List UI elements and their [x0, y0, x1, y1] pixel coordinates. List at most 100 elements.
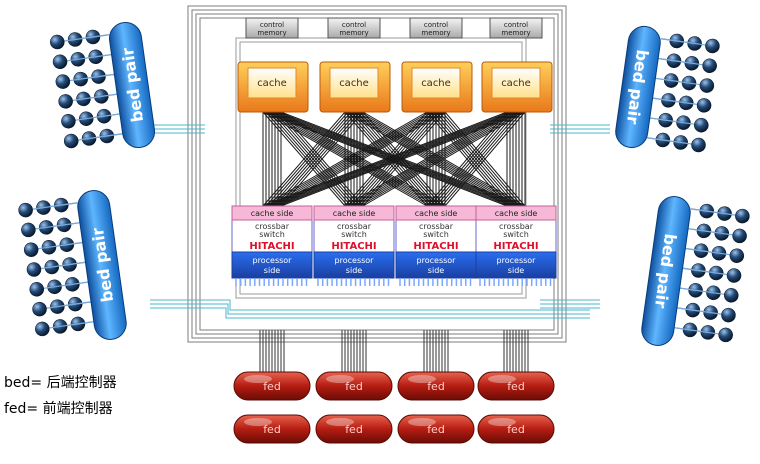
bed-disk-ball	[21, 222, 36, 238]
fed-group: fed fed fed fed fed fed fed fed	[233, 371, 555, 444]
control-memory-label: memory	[421, 29, 450, 37]
legend-bed: bed= 后端控制器	[4, 375, 117, 391]
bed-disk-ball	[50, 34, 65, 50]
fed-unit: fed	[397, 414, 475, 444]
cache-label: cache	[339, 78, 369, 89]
control-memory-group: controlmemorycontrolmemorycontrolmemoryc…	[245, 17, 543, 39]
bed-disk-ball	[718, 327, 733, 343]
fed-label: fed	[345, 380, 363, 393]
control-memory-label: memory	[501, 29, 530, 37]
bed-disk-ball	[694, 117, 709, 133]
bed-disk-ball	[63, 133, 79, 149]
control-memory-label: memory	[339, 29, 368, 37]
switch-processor-side-label: side	[346, 266, 362, 275]
bed-pair: bed pair	[615, 25, 720, 153]
switch-name-label: switch	[423, 230, 449, 239]
control-memory-label: memory	[257, 29, 286, 37]
control-memory-label: control	[342, 21, 366, 29]
bed-disk-ball	[691, 137, 706, 153]
switch-name-label: switch	[503, 230, 529, 239]
fed-unit: fed	[397, 371, 475, 401]
hitachi-brand-label: HITACHI	[249, 241, 294, 252]
cache-switch-crossbar-lines	[262, 111, 526, 207]
hitachi-brand-label: HITACHI	[413, 241, 458, 252]
fed-unit: fed	[233, 371, 311, 401]
bed-disk-ball	[726, 268, 742, 283]
fed-unit: fed	[315, 371, 393, 401]
fed-unit: fed	[477, 414, 555, 444]
switch-cache-side-label: cache side	[495, 209, 538, 218]
control-memory-label: control	[504, 21, 528, 29]
bed-disk-ball	[705, 38, 720, 54]
crossbar-switch: cache sidecrossbarswitchHITACHIprocessor…	[313, 205, 395, 286]
fed-label: fed	[507, 423, 525, 436]
fed-label: fed	[427, 380, 445, 393]
bed-pair: bed pair	[18, 190, 127, 340]
bed-disk-ball	[55, 74, 71, 89]
bed-disk-ball	[729, 248, 745, 263]
switch-name-label: crossbar	[419, 222, 454, 231]
bed-disk-ball	[52, 54, 68, 70]
legend-fed: fed= 前端控制器	[4, 401, 113, 417]
fed-unit: fed	[477, 371, 555, 401]
hitachi-brand-label: HITACHI	[493, 241, 538, 252]
bed-disk-ball	[721, 307, 736, 323]
fed-unit: fed	[233, 414, 311, 444]
switch-name-label: crossbar	[337, 222, 372, 231]
cache-label: cache	[257, 78, 287, 89]
bed-pair: bed pair	[641, 196, 750, 346]
bed-disk-ball	[18, 202, 33, 218]
switch-processor-side-label: side	[264, 266, 280, 275]
switch-name-label: crossbar	[499, 222, 534, 231]
cache-label: cache	[501, 78, 531, 89]
cache-group: cache cache cache cache	[237, 61, 553, 113]
switch-processor-side-label: side	[508, 266, 524, 275]
bed-disk-ball	[699, 78, 715, 93]
switch-processor-side-label: processor	[417, 256, 457, 265]
switch-processor-side-label: side	[428, 266, 444, 275]
bed-disk-ball	[735, 208, 750, 224]
fed-label: fed	[263, 380, 281, 393]
switch-name-label: switch	[341, 230, 367, 239]
bed-pair: bed pair	[50, 21, 156, 149]
hitachi-brand-label: HITACHI	[331, 241, 376, 252]
bed-disk-ball	[732, 228, 747, 244]
switch-name-label: switch	[259, 230, 285, 239]
bed-disk-ball	[702, 58, 717, 74]
cache-label: cache	[421, 78, 451, 89]
switch-cache-side-label: cache side	[415, 209, 458, 218]
bed-disk-ball	[26, 262, 42, 277]
bed-disk-ball	[58, 94, 73, 109]
switch-name-label: crossbar	[255, 222, 290, 231]
fed-label: fed	[507, 380, 525, 393]
bed-disk-ball	[29, 282, 44, 297]
crossbar-switch-group: cache sidecrossbarswitchHITACHIprocessor…	[231, 205, 557, 286]
fed-label: fed	[263, 423, 281, 436]
bed-disk-ball	[696, 98, 712, 113]
bed-disk-ball	[35, 321, 50, 337]
cache-box: cache	[237, 61, 309, 113]
switch-processor-side-label: processor	[497, 256, 537, 265]
fed-label: fed	[427, 423, 445, 436]
control-memory-label: control	[260, 21, 284, 29]
switch-cache-side-label: cache side	[251, 209, 294, 218]
fed-unit: fed	[315, 414, 393, 444]
bed-disk-ball	[23, 242, 39, 257]
control-memory-label: control	[424, 21, 448, 29]
switch-processor-side-label: processor	[253, 256, 293, 265]
switch-cache-side-label: cache side	[333, 209, 376, 218]
cache-box: cache	[319, 61, 391, 113]
fed-label: fed	[345, 423, 363, 436]
bed-pair-group: bed pair bed pair bed pair bed pair	[18, 21, 750, 346]
bed-connection-lines	[150, 124, 610, 319]
bed-disk-ball	[32, 301, 47, 317]
bed-disk-ball	[61, 113, 76, 129]
interconnect-frame	[187, 5, 567, 343]
